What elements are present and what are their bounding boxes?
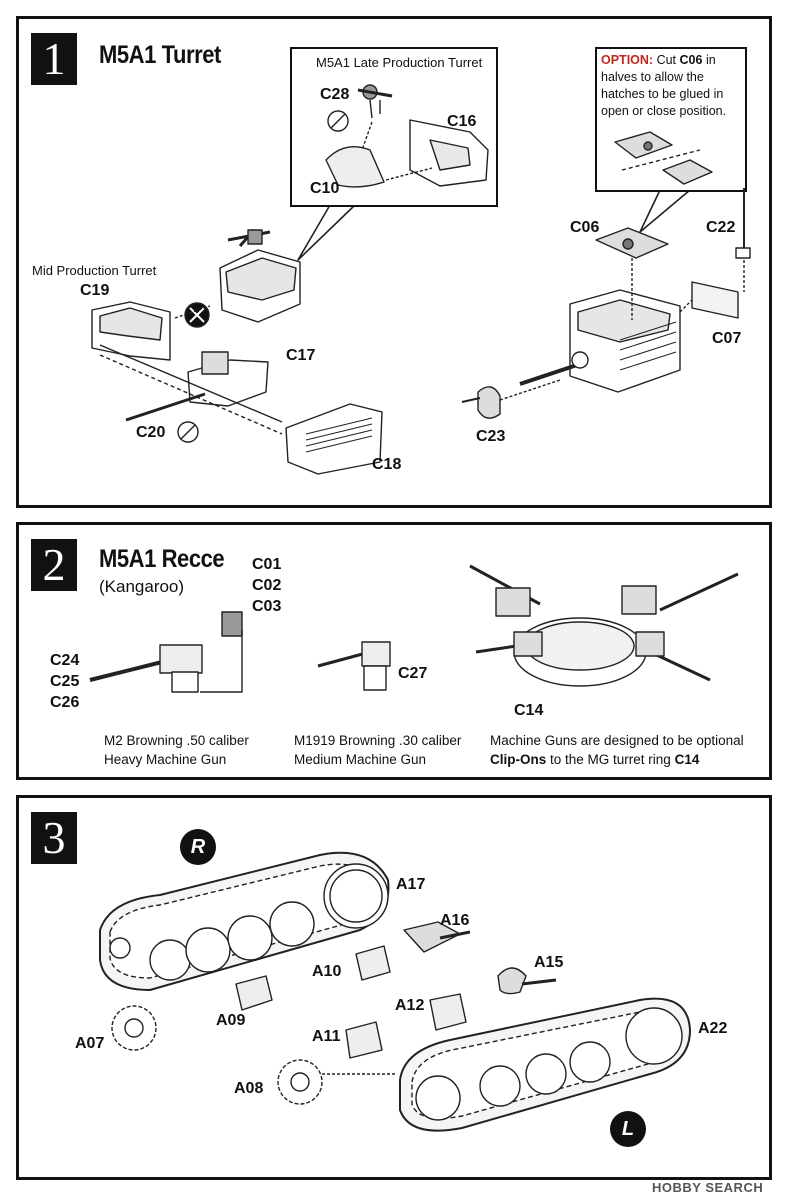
late-turret-drawing <box>325 84 489 188</box>
m2-caption: M2 Browning .50 caliber Heavy Machine Gu… <box>104 731 249 769</box>
step1-number: 1 <box>31 33 77 85</box>
clip-on-bold: Clip-Ons <box>490 752 547 767</box>
option-hatches-drawing <box>614 131 713 185</box>
part-a22: A22 <box>698 1020 728 1037</box>
part-c10: C10 <box>310 180 340 197</box>
part-c06: C06 <box>570 219 600 236</box>
part-c28: C28 <box>320 86 350 103</box>
m2-caption-line1: M2 Browning .50 caliber <box>104 733 249 748</box>
option-label: OPTION: <box>601 53 654 67</box>
mg-ring-drawing <box>469 564 739 687</box>
clip-on-note-line2: Clip-Ons to the MG turret ring C14 <box>490 750 744 769</box>
right-track-drawing <box>99 851 390 991</box>
part-a15: A15 <box>534 954 564 971</box>
step1-title: M5A1 Turret <box>99 41 221 69</box>
step3-number: 3 <box>31 812 77 864</box>
left-side-badge: L <box>610 1111 646 1147</box>
part-c20: C20 <box>136 424 166 441</box>
clip-on-note-line1: Machine Guns are designed to be optional <box>490 733 744 748</box>
option-callout <box>595 47 747 192</box>
part-a12: A12 <box>395 997 425 1014</box>
part-c07: C07 <box>712 330 742 347</box>
part-c24: C24 <box>50 652 80 669</box>
right-side-badge: R <box>180 829 216 865</box>
part-c03: C03 <box>252 598 282 615</box>
part-c14: C14 <box>514 702 544 719</box>
right-turret-drawing <box>461 188 751 419</box>
m1919-caption: M1919 Browning .30 caliber Medium Machin… <box>294 731 461 769</box>
part-c26: C26 <box>50 694 80 711</box>
part-a17: A17 <box>396 876 426 893</box>
step2-subtitle: (Kangaroo) <box>99 577 185 596</box>
clip-on-note: Machine Guns are designed to be optional… <box>490 731 744 769</box>
option-part: C06 <box>679 53 703 67</box>
part-c27: C27 <box>398 665 428 682</box>
part-c22: C22 <box>706 219 736 236</box>
part-a16: A16 <box>440 912 470 929</box>
part-c17: C17 <box>286 347 316 364</box>
late-production-caption: M5A1 Late Production Turret <box>316 55 483 70</box>
part-a11: A11 <box>312 1028 341 1045</box>
hobbysearch-watermark: HOBBY SEARCH <box>652 1180 764 1195</box>
part-a09: A09 <box>216 1012 246 1029</box>
step2-title: M5A1 Recce <box>99 545 225 573</box>
clip-on-part: C14 <box>674 752 700 767</box>
part-a07: A07 <box>75 1035 105 1052</box>
m2-caption-line2: Heavy Machine Gun <box>104 752 227 767</box>
option-note: OPTION: Cut C06 in halves to allow the h… <box>601 52 743 120</box>
part-c02: C02 <box>252 577 282 594</box>
m1919-caption-line1: M1919 Browning .30 caliber <box>294 733 462 748</box>
part-c25: C25 <box>50 673 80 690</box>
mid-production-caption: Mid Production Turret <box>32 263 157 278</box>
part-c18: C18 <box>372 456 402 473</box>
part-c23: C23 <box>476 428 506 445</box>
part-c01: C01 <box>252 556 282 573</box>
m1919-caption-line2: Medium Machine Gun <box>294 752 427 767</box>
m2-gun-drawing <box>89 611 243 693</box>
part-c16: C16 <box>447 113 477 130</box>
option-rest: in halves to allow the hatches to be glu… <box>601 53 727 118</box>
idler-and-parts-drawing <box>111 921 557 1105</box>
part-a10: A10 <box>312 963 342 980</box>
mid-turret-drawing <box>91 229 383 475</box>
m1919-gun-drawing <box>317 641 391 691</box>
part-a08: A08 <box>234 1080 264 1097</box>
clip-on-rest: to the MG turret ring <box>550 752 671 767</box>
step2-number: 2 <box>31 539 77 591</box>
part-c19: C19 <box>80 282 110 299</box>
option-pre: Cut <box>656 53 677 67</box>
left-track-drawing <box>399 997 691 1132</box>
